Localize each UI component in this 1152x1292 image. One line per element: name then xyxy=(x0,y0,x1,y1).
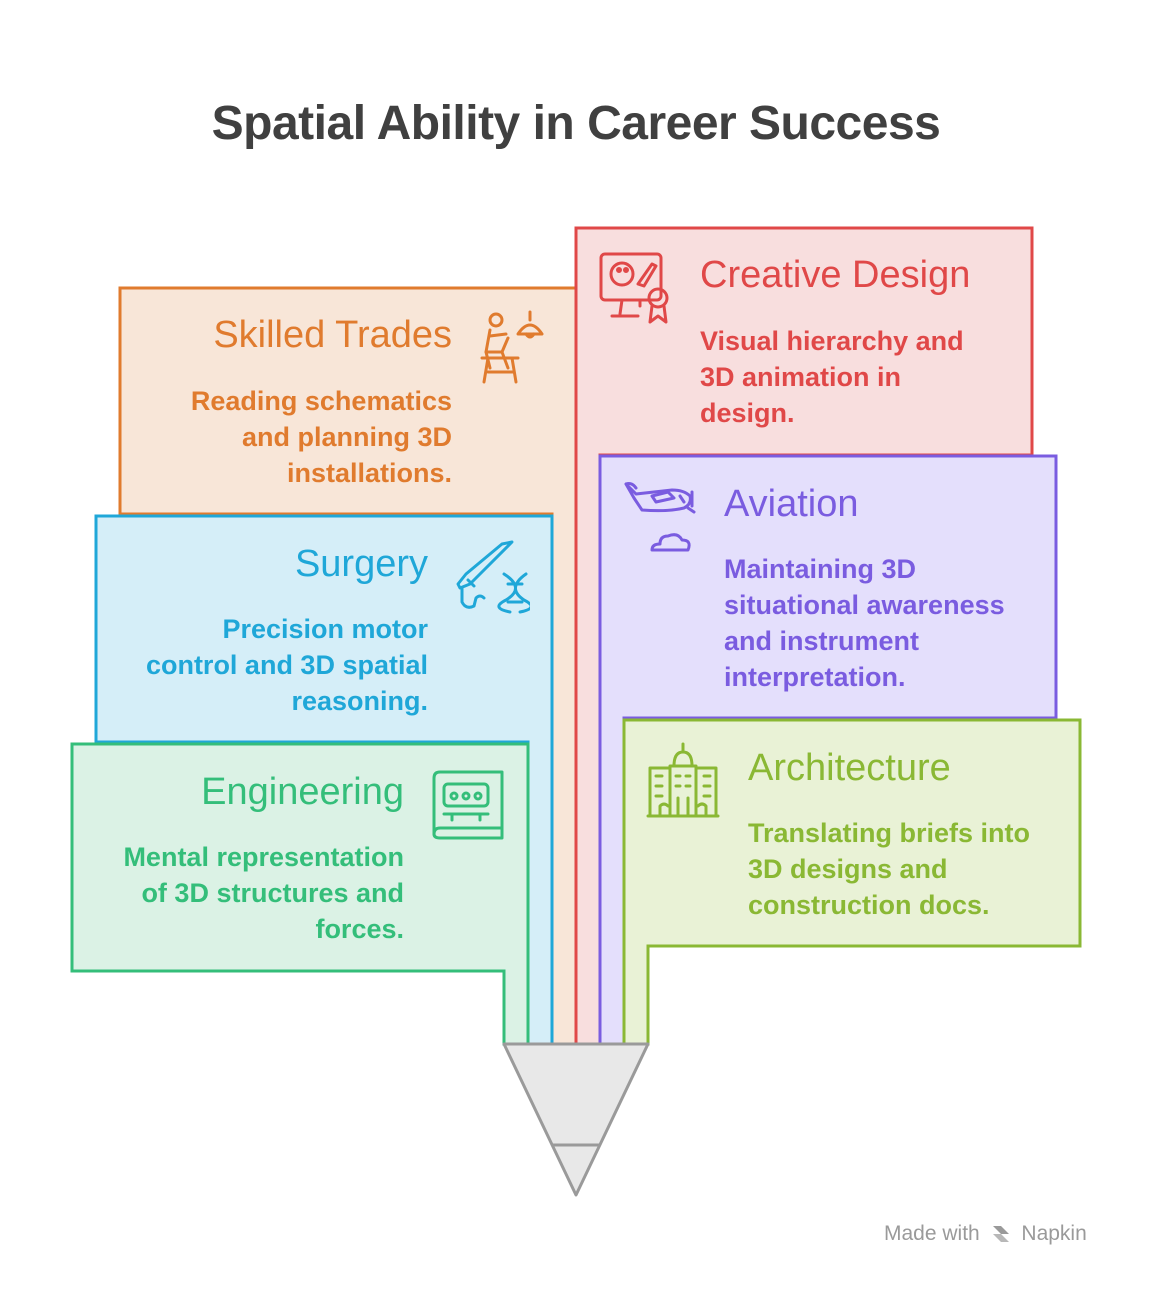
design-monitor-award-icon xyxy=(599,252,669,324)
surgery-description: Precision motor control and 3D spatial r… xyxy=(145,614,428,716)
blueprint-machine-icon xyxy=(432,770,504,840)
creative-design-title: Creative Design xyxy=(700,254,971,296)
aviation-title: Aviation xyxy=(724,483,859,525)
engineering-title: Engineering xyxy=(201,771,404,813)
city-buildings-icon xyxy=(646,742,720,818)
architecture-description: Translating briefs into 3D designs and c… xyxy=(748,818,1031,920)
engineering-description: Mental representation of 3D structures a… xyxy=(123,842,404,944)
napkin-logo-icon xyxy=(992,1226,1009,1242)
worker-on-stool-icon xyxy=(480,310,544,384)
footer-brand: Napkin xyxy=(1021,1222,1087,1245)
funnel-icon xyxy=(502,1042,650,1197)
architecture-title: Architecture xyxy=(748,747,951,789)
made-with-napkin-footer[interactable]: Made with Napkin xyxy=(884,1222,1124,1252)
page-title: Spatial Ability in Career Success xyxy=(211,97,941,150)
airplane-cloud-icon xyxy=(624,482,696,552)
aviation-description: Maintaining 3D situational awareness and… xyxy=(724,554,1005,692)
footer-prefix: Made with xyxy=(884,1222,980,1245)
skilled-trades-title: Skilled Trades xyxy=(213,314,452,356)
creative-design-description: Visual hierarchy and 3D animation in des… xyxy=(700,326,964,428)
scalpel-dna-icon xyxy=(456,540,530,614)
surgery-title: Surgery xyxy=(294,543,428,585)
skilled-trades-description: Reading schematics and planning 3D insta… xyxy=(190,386,452,488)
